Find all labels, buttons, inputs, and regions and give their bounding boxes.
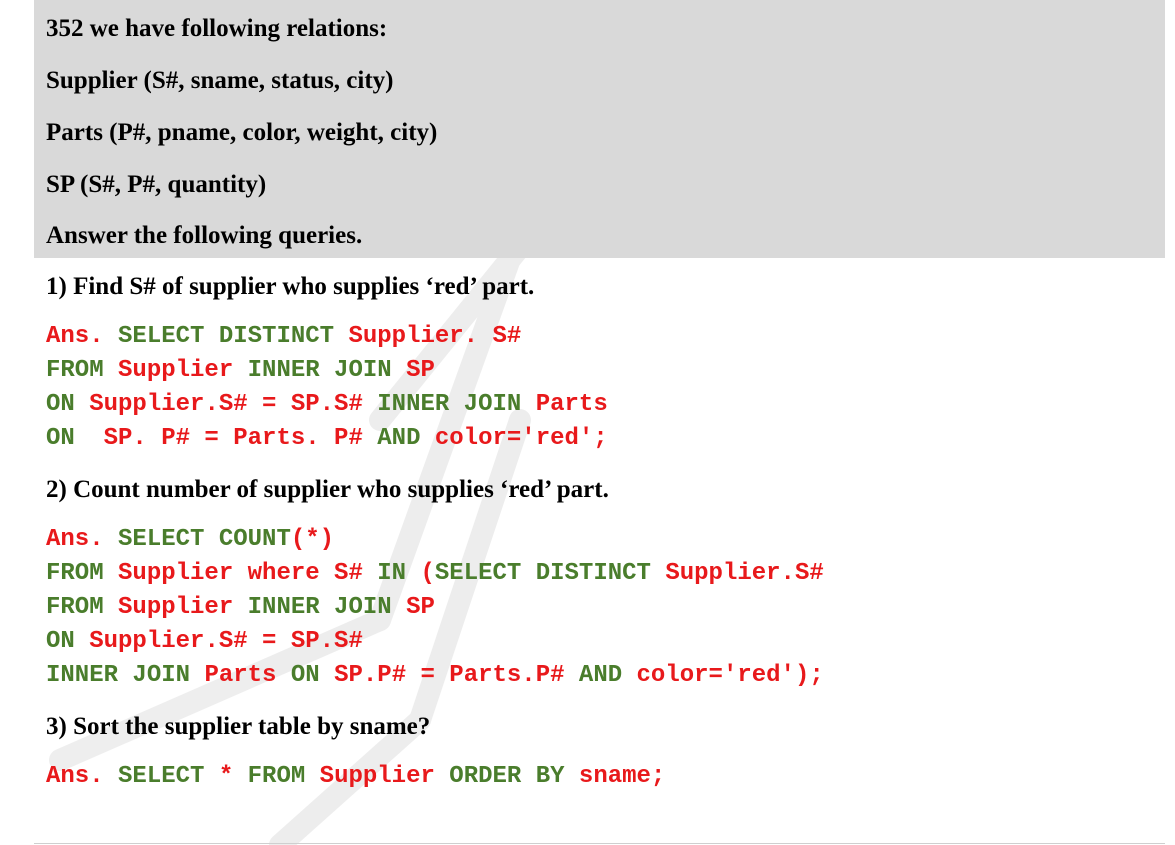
code-token: (*): [290, 526, 335, 553]
code-token: Parts: [204, 662, 291, 689]
code-token: ON: [46, 628, 90, 655]
answer-1-line-3: ON Supplier.S# = SP.S# INNER JOIN Parts: [46, 390, 608, 420]
question-1: 1) Find S# of supplier who supplies ‘red…: [46, 273, 535, 300]
code-token: Supplier: [118, 594, 248, 621]
header-line-2: Supplier (S#, sname, status, city): [46, 67, 394, 94]
code-token: Ans.: [46, 763, 119, 790]
answer-2-line-4: ON Supplier.S# = SP.S#: [46, 627, 363, 657]
answer-2-line-5: INNER JOIN Parts ON SP.P# = Parts.P# AND…: [46, 661, 824, 691]
header-line-3: Parts (P#, pname, color, weight, city): [46, 119, 438, 146]
code-token: FROM: [46, 594, 119, 621]
code-token: Supplier where S#: [118, 560, 378, 587]
answer-2-line-3: FROM Supplier INNER JOIN SP: [46, 593, 435, 623]
code-token: INNER JOIN: [46, 662, 205, 689]
answer-1-line-4: ON SP. P# = Parts. P# AND color='red';: [46, 424, 608, 454]
header-line-4: SP (S#, P#, quantity): [46, 171, 267, 198]
bottom-rule: [34, 843, 1165, 844]
code-token: Ans.: [46, 323, 119, 350]
header-line-5: Answer the following queries.: [46, 222, 363, 249]
code-token: Supplier.S#: [665, 560, 824, 587]
code-token: Supplier. S#: [348, 323, 522, 350]
question-2: 2) Count number of supplier who supplies…: [46, 476, 609, 503]
answer-2-line-2: FROM Supplier where S# IN (SELECT DISTIN…: [46, 559, 824, 589]
code-token: INNER JOIN: [247, 357, 407, 384]
code-token: SP: [406, 357, 435, 384]
code-token: sname;: [578, 763, 666, 790]
code-token: Supplier.S# = SP.S#: [89, 391, 378, 418]
code-token: SELECT: [118, 763, 219, 790]
relations-header-box: [34, 0, 1165, 258]
code-token: *: [218, 763, 248, 790]
code-token: SELECT DISTINCT: [118, 323, 349, 350]
code-token: FROM: [247, 763, 320, 790]
code-token: (: [420, 560, 435, 587]
code-token: SELECT DISTINCT: [434, 560, 666, 587]
answer-2-line-1: Ans. SELECT COUNT(*): [46, 525, 334, 555]
code-token: Supplier.S# = SP.S#: [89, 628, 363, 655]
code-token: SP. P# = Parts. P#: [103, 425, 378, 452]
code-token: AND: [578, 662, 637, 689]
code-token: ORDER BY: [449, 763, 579, 790]
code-token: FROM: [46, 560, 119, 587]
answer-1-line-1: Ans. SELECT DISTINCT Supplier. S#: [46, 322, 521, 352]
code-token: FROM: [46, 357, 119, 384]
code-token: ON: [46, 391, 90, 418]
code-token: Ans.: [46, 526, 119, 553]
code-token: color='red');: [636, 662, 824, 689]
code-token: SP.P# = Parts.P#: [334, 662, 579, 689]
code-token: SELECT COUNT: [118, 526, 291, 553]
code-token: ON: [46, 425, 104, 452]
code-token: Parts: [535, 391, 608, 418]
code-token: INNER JOIN: [247, 594, 407, 621]
header-line-1: 352 we have following relations:: [46, 15, 388, 42]
code-token: ON: [290, 662, 335, 689]
question-3: 3) Sort the supplier table by sname?: [46, 713, 431, 740]
code-token: IN: [377, 560, 421, 587]
answer-1-line-2: FROM Supplier INNER JOIN SP: [46, 356, 435, 386]
code-token: INNER JOIN: [377, 391, 536, 418]
code-token: Supplier: [118, 357, 248, 384]
code-token: Supplier: [319, 763, 450, 790]
answer-3-line-1: Ans. SELECT * FROM Supplier ORDER BY sna…: [46, 762, 665, 792]
code-token: SP: [406, 594, 435, 621]
code-token: AND: [377, 425, 435, 452]
code-token: color='red';: [434, 425, 608, 452]
